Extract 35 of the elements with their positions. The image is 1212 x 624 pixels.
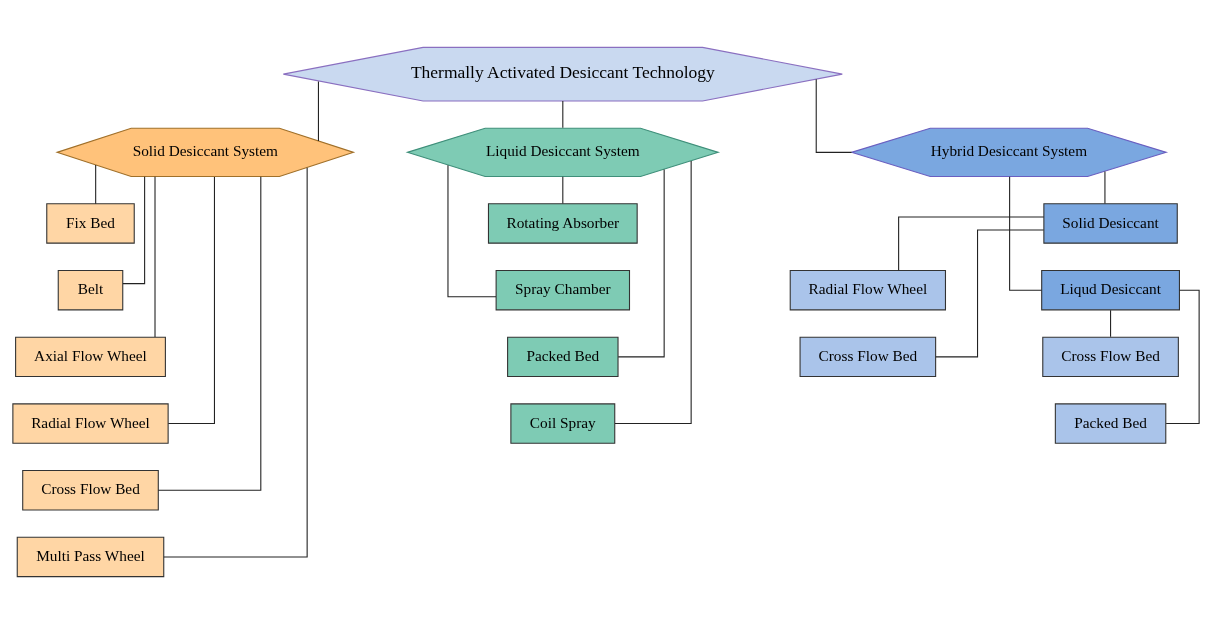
connector xyxy=(167,176,215,425)
node-box: Radial Flow Wheel xyxy=(789,269,947,311)
node-box: Rotating Absorber xyxy=(487,203,638,244)
connector xyxy=(1009,176,1043,291)
connector xyxy=(1165,289,1200,425)
connector xyxy=(1110,309,1112,338)
node-box: Multi Pass Wheel xyxy=(16,536,165,578)
node-box: Cross Flow Bed xyxy=(799,336,937,378)
node-box: Fix Bed xyxy=(46,203,135,244)
node-box: Packed Bed xyxy=(507,336,619,378)
connector xyxy=(935,229,1045,358)
connector xyxy=(617,168,665,358)
connector xyxy=(1104,170,1106,204)
connector xyxy=(614,160,692,425)
connector xyxy=(163,167,308,558)
connector xyxy=(122,176,146,285)
node-box: Solid Desiccant xyxy=(1043,203,1178,244)
connector xyxy=(898,216,1045,271)
node-box: Spray Chamber xyxy=(495,269,631,311)
node-box: Packed Bed xyxy=(1054,403,1167,444)
node-box: Axial Flow Wheel xyxy=(15,336,166,378)
connector xyxy=(317,80,319,142)
node-box: Belt xyxy=(57,269,124,311)
connector xyxy=(562,176,564,204)
connector xyxy=(562,100,564,129)
node-box: Coil Spray xyxy=(510,403,616,444)
connector xyxy=(447,164,497,298)
node-box: Radial Flow Wheel xyxy=(12,403,169,444)
connector xyxy=(815,78,853,153)
connector xyxy=(157,176,262,491)
node-box: Liqud Desiccant xyxy=(1041,269,1180,311)
connector xyxy=(154,176,156,338)
node-box: Cross Flow Bed xyxy=(1042,336,1179,378)
connector xyxy=(95,164,97,205)
node-box: Cross Flow Bed xyxy=(22,470,159,511)
